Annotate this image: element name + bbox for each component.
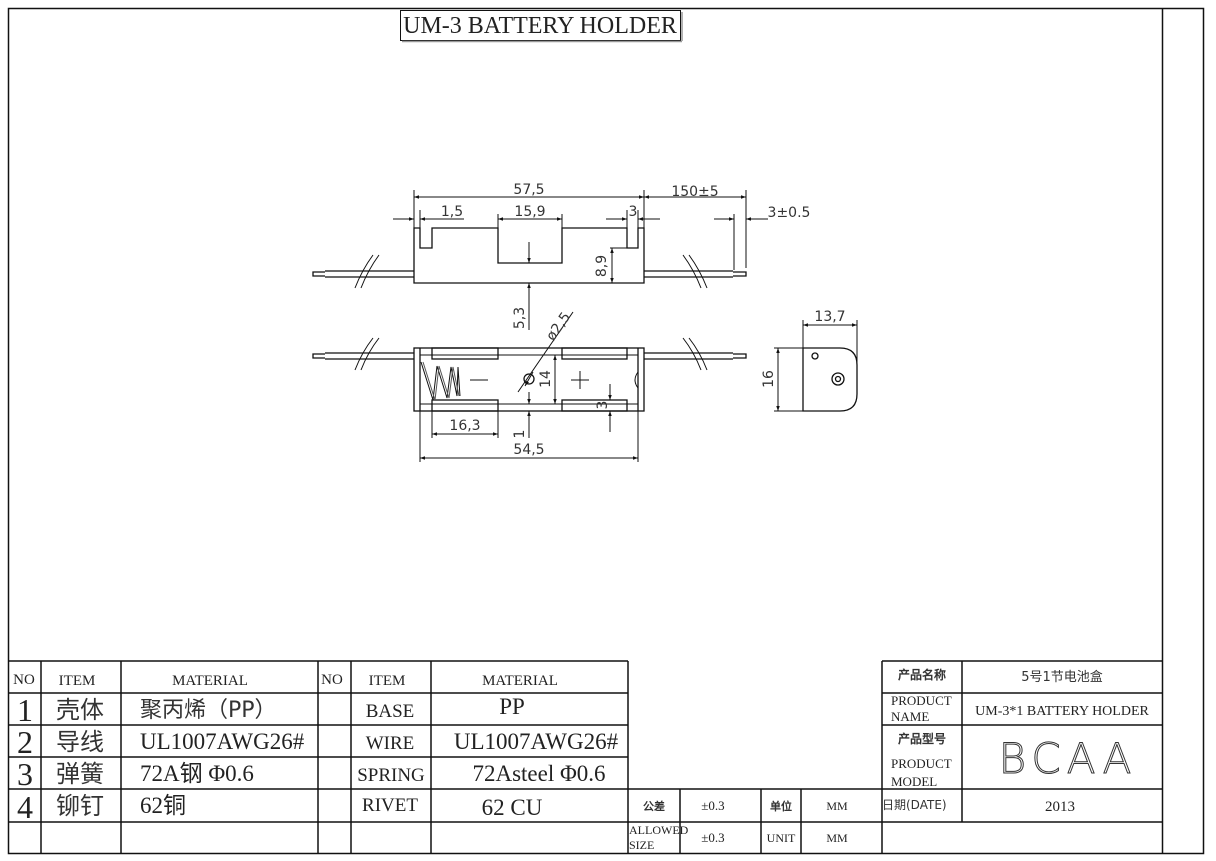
bom-right-row-2: WIRE UL1007AWG26# <box>366 729 619 754</box>
dim-wire-strip: 3±0.5 <box>768 205 811 221</box>
bom-left-header-item: ITEM <box>59 673 96 689</box>
bom-row-no: 4 <box>17 789 33 825</box>
title-box: UM-3 BATTERY HOLDER <box>400 10 683 43</box>
unit-value-cn: MM <box>826 799 848 813</box>
tolerance-value-cn: ±0.3 <box>701 798 724 813</box>
title-block: 产品名称 5号1节电池盒 PRODUCT NAME UM-3*1 BATTERY… <box>882 667 1150 815</box>
tolerance-block: 公差 ±0.3 单位 MM ALLOWED SIZE ±0.3 UNIT MM <box>629 798 848 852</box>
product-name-label-cn: 产品名称 <box>898 667 946 682</box>
allowed-line-2: SIZE <box>629 838 654 852</box>
dim-overall-length: 57,5 <box>513 182 544 198</box>
product-model-label-en-1: PRODUCT <box>891 756 952 771</box>
dim-contact-length: 16,3 <box>449 418 480 434</box>
product-name-label-en-1: PRODUCT <box>891 693 952 708</box>
bom-row-no: 1 <box>17 692 33 728</box>
side-view-dimensions <box>774 320 858 412</box>
unit-value-en: MM <box>826 831 848 845</box>
side-view-labels: 13,7 16 <box>761 309 846 388</box>
bom-left-row-2: 2 导线 UL1007AWG26# <box>17 724 305 760</box>
bom-row-item: WIRE <box>366 733 415 754</box>
bom-right-header-item: ITEM <box>369 673 406 689</box>
bom-row-item: 壳体 <box>56 696 104 724</box>
bom-row-material: 聚丙烯（PP） <box>140 698 277 723</box>
date-label: 日期(DATE) <box>882 798 947 812</box>
bom-row-material: 62 CU <box>482 795 543 820</box>
product-model-label-cn: 产品型号 <box>898 731 946 746</box>
bom-left-header-material: MATERIAL <box>172 673 248 689</box>
bom-row-material: UL1007AWG26# <box>454 729 619 754</box>
front-view-labels: 57,5 150±5 1,5 15,9 3 3±0.5 8,9 5,3 <box>441 182 811 329</box>
product-model-value: BCAA <box>999 734 1138 783</box>
bom-row-item: 弹簧 <box>56 760 104 788</box>
bom-row-material: UL1007AWG26# <box>140 729 305 754</box>
bom-row-material: 72A钢 Φ0.6 <box>140 761 254 786</box>
bom-row-material: PP <box>499 694 525 719</box>
bom-right-row-4: RIVET 62 CU <box>362 795 543 820</box>
unit-label-cn: 单位 <box>770 799 792 813</box>
date-value: 2013 <box>1045 799 1075 815</box>
front-view-dimensions <box>393 190 768 330</box>
spring-icon <box>420 361 461 401</box>
bom-row-no: 2 <box>17 724 33 760</box>
dim-contact-gap: 3 <box>595 401 611 410</box>
dim-slot-depth: 8,9 <box>594 255 610 277</box>
drawing-title: UM-3 BATTERY HOLDER <box>403 13 677 39</box>
tolerance-label-cn: 公差 <box>643 799 665 813</box>
bom-right-row-3: SPRING 72Asteel Φ0.6 <box>357 761 605 786</box>
dim-inner-length: 54,5 <box>513 442 544 458</box>
product-name-value-cn: 5号1节电池盒 <box>1021 669 1103 685</box>
allowed-line-1: ALLOWED <box>629 823 689 837</box>
bom-left-row-1: 1 壳体 聚丙烯（PP） <box>17 692 277 728</box>
bom-table-grid <box>8 660 1162 853</box>
dim-wire-length: 150±5 <box>671 184 718 200</box>
unit-label-en: UNIT <box>767 831 796 845</box>
tolerance-value-en: ±0.3 <box>701 830 724 845</box>
bom-row-item: BASE <box>366 701 415 722</box>
bom-right-header-no: NO <box>321 672 343 688</box>
dim-side-width: 13,7 <box>814 309 845 325</box>
product-name-value-en: UM-3*1 BATTERY HOLDER <box>975 704 1149 719</box>
bom-right-row-1: BASE PP <box>366 694 525 722</box>
bom-right-header-material: MATERIAL <box>482 673 558 689</box>
bom-row-item: 铆钉 <box>56 792 104 820</box>
top-view <box>312 337 747 412</box>
bom-row-material: 72Asteel Φ0.6 <box>472 761 605 786</box>
dim-inner-width: 14 <box>538 370 554 388</box>
bom-row-item: 导线 <box>56 728 104 756</box>
dim-side-height: 16 <box>761 370 777 388</box>
dim-center-slot: 15,9 <box>514 204 545 220</box>
product-name-label-en-2: NAME <box>891 709 929 724</box>
dim-hole-diameter: ø2,5 <box>543 309 574 343</box>
dim-slot-width: 1,5 <box>441 204 463 220</box>
bom-left-header-no: NO <box>13 672 35 688</box>
top-view-dimensions <box>419 311 639 462</box>
bom-row-item: RIVET <box>362 795 418 816</box>
dim-end-slot: 3 <box>629 204 638 220</box>
bom-left-row-3: 3 弹簧 72A钢 Φ0.6 <box>17 756 254 792</box>
dim-bottom-offset: 1 <box>512 430 528 439</box>
tolerance-label-en: ALLOWED SIZE <box>629 823 691 852</box>
bom-left-row-4: 4 铆钉 62铜 <box>17 789 186 825</box>
dim-offset: 5,3 <box>512 307 528 329</box>
product-model-label-en-2: MODEL <box>891 774 937 789</box>
bom-row-item: SPRING <box>357 765 425 786</box>
bom-row-material: 62铜 <box>140 793 186 818</box>
drawing-frame <box>7 7 1205 855</box>
side-view <box>802 347 858 412</box>
bom-row-no: 3 <box>17 756 33 792</box>
rivet-hole-icon <box>811 352 819 360</box>
